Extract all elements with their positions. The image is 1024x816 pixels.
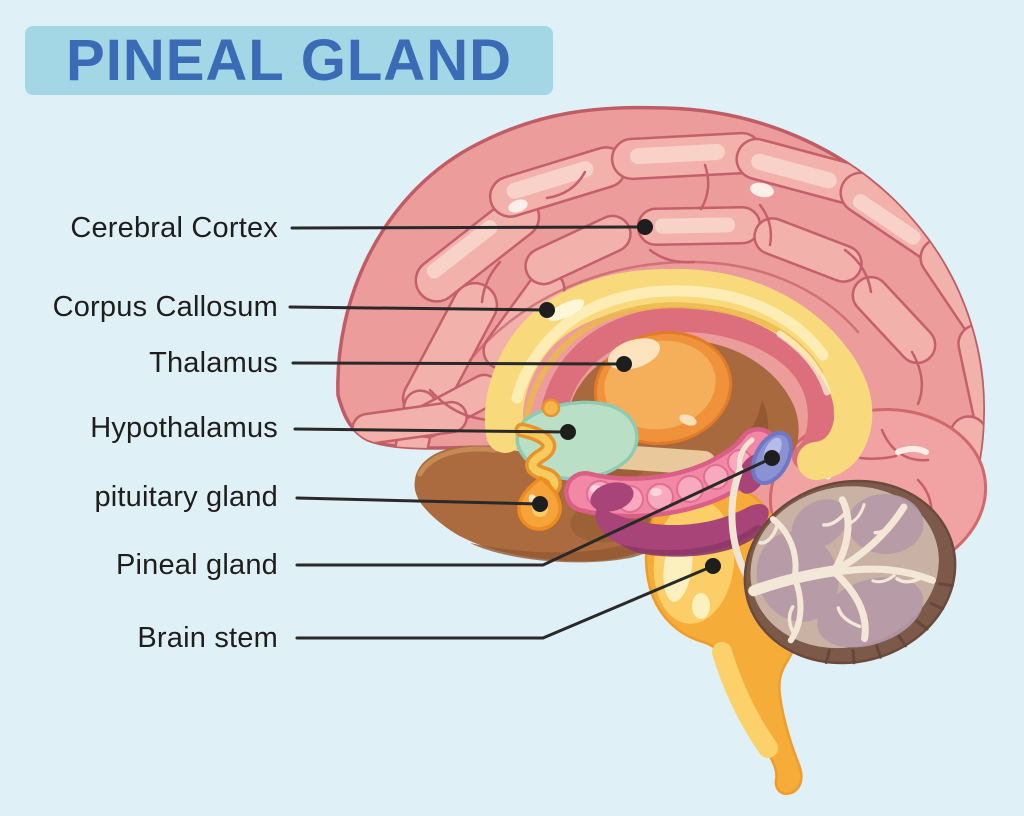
leader-dot-cerebral-cortex <box>637 219 653 235</box>
label-brain-stem: Brain stem <box>137 622 278 654</box>
infundibulum-shape <box>514 398 562 497</box>
leader-dot-pituitary-gland <box>532 496 548 512</box>
arbor-vitae <box>748 496 936 644</box>
page-title: PINEAL GLAND <box>66 27 512 93</box>
leader-lines <box>288 225 774 640</box>
leader-hypothalamus <box>293 427 570 434</box>
leader-pituitary-gland <box>295 496 542 506</box>
label-cerebral-cortex: Cerebral Cortex <box>70 212 278 244</box>
leader-dot-pineal-gland <box>764 450 780 466</box>
leader-dot-corpus-callosum <box>539 302 555 318</box>
corpus-callosum-shape <box>484 268 873 480</box>
rose-ring-shape <box>539 306 834 470</box>
title-banner: PINEAL GLAND <box>25 26 553 95</box>
leader-thalamus <box>291 361 626 366</box>
leader-dot-thalamus <box>616 356 632 372</box>
label-thalamus: Thalamus <box>149 347 278 379</box>
label-pineal-gland: Pineal gland <box>115 549 278 581</box>
leader-dot-hypothalamus <box>560 424 576 440</box>
leader-cerebral-cortex <box>290 225 647 230</box>
leader-dot-brain-stem <box>705 558 721 574</box>
leader-pineal-gland <box>295 456 774 567</box>
leader-dots <box>532 219 780 574</box>
label-hypothalamus: Hypothalamus <box>90 412 278 444</box>
leader-brain-stem <box>295 564 715 640</box>
leader-corpus-callosum <box>288 305 549 312</box>
label-corpus-callosum: Corpus Callosum <box>52 291 278 323</box>
cerebellum-shape <box>743 479 957 665</box>
label-pituitary-gland: pituitary gland <box>94 481 278 513</box>
